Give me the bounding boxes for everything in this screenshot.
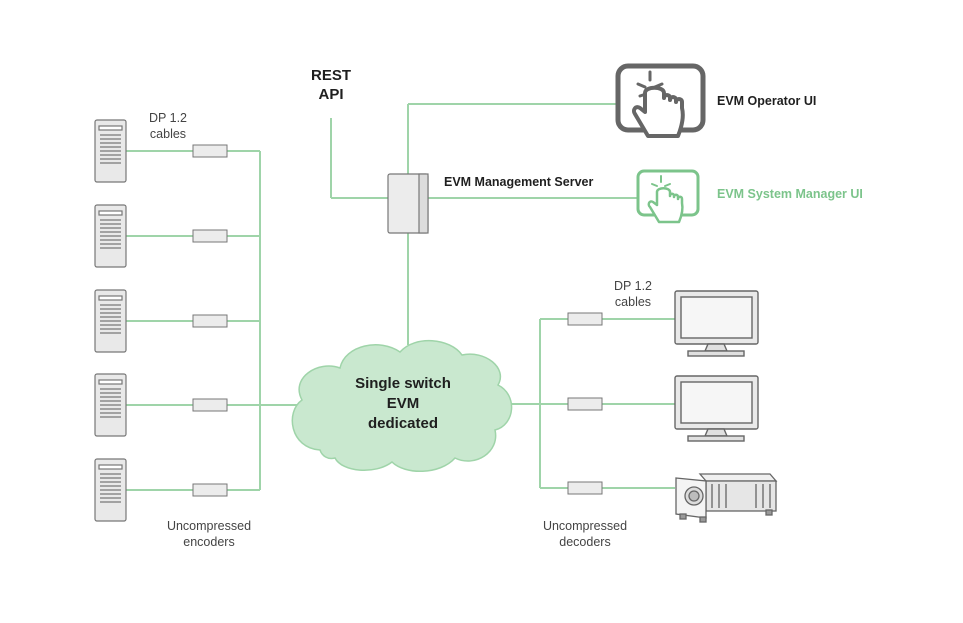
cable-connector [567,312,603,326]
decoders-caption: Uncompressed decoders [530,518,640,550]
rest-api-line1: REST [310,67,351,84]
encoder-cable-connectors [192,144,228,497]
monitor-icon [674,290,759,357]
decoder-cables-line2: cables [614,295,652,309]
projector-icon [675,473,778,523]
cable-connector [192,229,228,243]
server-tower-icon [94,373,127,437]
cable-connector [192,314,228,328]
management-server-icon [387,173,429,234]
decoders-caption-line1: Uncompressed [542,519,628,533]
cloud-line2: EVM [386,395,420,412]
cable-connector [567,397,603,411]
server-tower-icon [94,204,127,268]
cloud-label: Single switch EVM dedicated [333,374,473,434]
touch-screen-icon [636,169,700,224]
cloud-line1: Single switch [355,375,451,392]
rest-api-label: REST API [309,66,353,104]
cable-connector [192,144,228,158]
cable-connector [567,481,603,495]
encoder-cables-line1: DP 1.2 [149,111,187,125]
rest-api-line2: API [318,86,344,103]
system-manager-ui-label: EVM System Manager UI [717,187,863,201]
touch-screen-icon [615,63,706,138]
server-tower-icon [94,458,127,522]
encoder-servers [94,119,127,522]
server-tower-icon [94,289,127,353]
encoder-cables-label: DP 1.2 cables [145,110,191,142]
cable-connector [192,483,228,497]
encoders-caption-line1: Uncompressed [166,519,252,533]
decoder-cables-label: DP 1.2 cables [610,278,656,310]
decoders-caption-line2: decoders [559,535,611,549]
cloud-line3: dedicated [367,415,439,432]
decoder-cable-connectors [567,312,603,495]
server-tower-icon [94,119,127,183]
encoder-cables-line2: cables [149,127,187,141]
management-server-label: EVM Management Server [444,175,594,189]
network-cloud [291,339,513,473]
monitor-icon [674,375,759,442]
cable-connector [192,398,228,412]
operator-ui-label: EVM Operator UI [717,94,817,108]
encoders-caption: Uncompressed encoders [154,518,264,550]
decoder-cables-line1: DP 1.2 [614,279,652,293]
encoders-caption-line2: encoders [183,535,235,549]
